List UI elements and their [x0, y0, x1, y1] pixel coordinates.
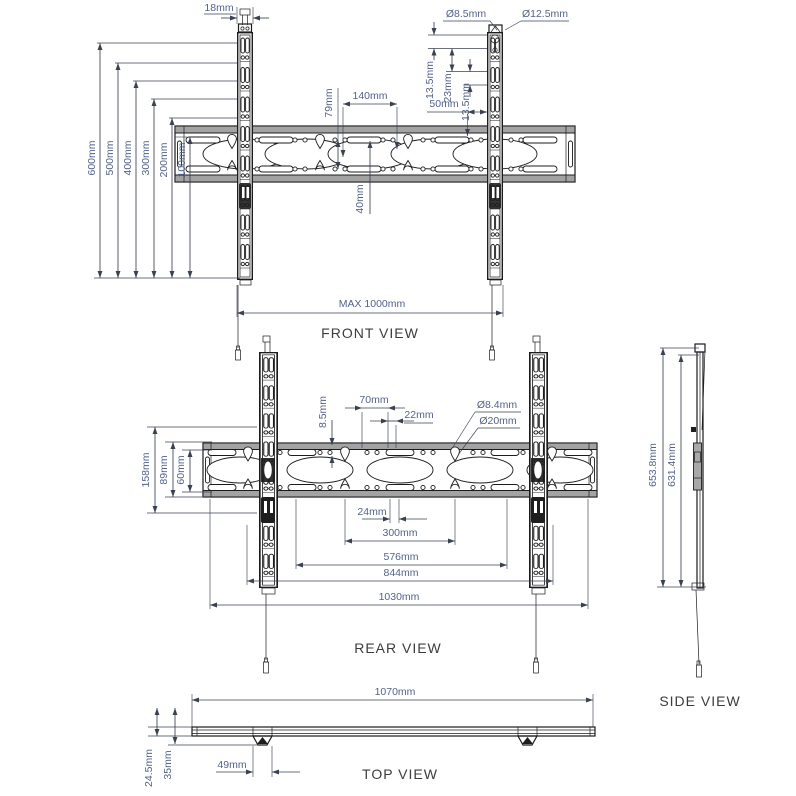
dim-89mm-label: 89mm: [158, 455, 170, 484]
dim-500mm-label: 500mm: [104, 140, 116, 175]
dim-49mm-label: 49mm: [217, 759, 246, 771]
dim-front-plate-holes: 79mm 140mm 50mm 40mm: [323, 88, 487, 214]
dim-13-5-bot-label: 13.5mm: [460, 83, 472, 121]
dim-24mm-label: 24mm: [357, 506, 386, 518]
dim-400mm-label: 400mm: [122, 140, 134, 175]
front-plate: [174, 125, 576, 183]
dim-23mm-label: 23mm: [442, 73, 454, 102]
dim-hole-20-label: Ø20mm: [479, 415, 517, 427]
dim-rear-top: 8.5mm 70mm 22mm Ø8.4mm Ø20mm: [317, 394, 521, 468]
dim-front-height-chain: 600mm 500mm 400mm 300mm 200mm 100mm: [86, 42, 240, 279]
dim-8-5mm-label: 8.5mm: [317, 396, 329, 428]
dim-600mm-label: 600mm: [86, 140, 98, 175]
top-view-label: TOP VIEW: [362, 766, 438, 782]
dim-1030mm-label: 1030mm: [379, 591, 420, 603]
dim-844mm-label: 844mm: [383, 567, 418, 579]
dim-40mm-label: 40mm: [354, 184, 366, 213]
dim-side-heights: 653.8mm 631.4mm: [647, 347, 706, 588]
dim-60mm-label: 60mm: [175, 455, 187, 484]
dim-front-max-width: MAX 1000mm: [236, 285, 504, 317]
top-bar-clip-right: [516, 727, 539, 746]
dim-70mm-label: 70mm: [359, 394, 388, 406]
dim-top-width: 1070mm: [191, 686, 594, 727]
front-view-label: FRONT VIEW: [321, 325, 419, 341]
dim-top-depths: 24.5mm 35mm: [143, 708, 258, 787]
dim-hole-8-5-label: Ø8.5mm: [446, 8, 487, 20]
dim-35mm-label: 35mm: [162, 750, 174, 779]
dim-200mm-label: 200mm: [158, 142, 170, 177]
dim-front-screw-width: 18mm: [204, 2, 269, 24]
rear-view: 8.5mm 70mm 22mm Ø8.4mm Ø20mm: [140, 335, 598, 674]
dim-rear-left-chain: 158mm 89mm 60mm: [140, 426, 257, 514]
side-bracket: [691, 343, 706, 678]
side-view: 653.8mm 631.4mm SIDE VIEW: [647, 343, 740, 709]
dim-100mm-label: 100mm: [176, 142, 188, 177]
front-wall-rail-right: [487, 24, 503, 361]
dim-50mm-label: 50mm: [429, 98, 458, 110]
dim-rear-bottom: 24mm 300mm 576mm 844mm 1030mm: [209, 499, 589, 609]
top-bar: [191, 726, 596, 746]
dim-22mm-label: 22mm: [404, 409, 433, 421]
dim-140mm-label: 140mm: [352, 90, 387, 102]
dim-79mm-label: 79mm: [323, 88, 335, 117]
dim-18mm-label: 18mm: [204, 2, 233, 14]
front-view: 18mm 600mm 500mm 400mm 300mm: [86, 2, 576, 361]
top-bar-clip-left: [251, 727, 274, 746]
dim-13-5-top-label: 13.5mm: [424, 61, 436, 99]
dim-1070mm-label: 1070mm: [375, 686, 416, 698]
dim-158mm-label: 158mm: [140, 452, 152, 487]
side-view-label: SIDE VIEW: [659, 693, 740, 709]
dim-hole-8-4-label: Ø8.4mm: [477, 399, 518, 411]
dim-576mm-label: 576mm: [383, 551, 418, 563]
dim-24-5mm-label: 24.5mm: [143, 749, 155, 787]
dim-300mm-label: 300mm: [382, 527, 417, 539]
dim-653-8mm-label: 653.8mm: [647, 443, 659, 487]
dim-max-1000-label: MAX 1000mm: [339, 298, 406, 310]
dim-300mm-label: 300mm: [140, 140, 152, 175]
rear-wall-rail-left: [259, 335, 278, 674]
rear-view-label: REAR VIEW: [354, 640, 442, 656]
rear-wall-rail-right: [529, 335, 548, 674]
dim-631-4mm-label: 631.4mm: [666, 443, 678, 487]
front-wall-rail-left: [235, 8, 253, 361]
top-view: 1070mm: [143, 686, 596, 787]
dim-top-clip-width: 49mm: [216, 746, 300, 777]
dim-hole-12-5-label: Ø12.5mm: [522, 8, 568, 20]
